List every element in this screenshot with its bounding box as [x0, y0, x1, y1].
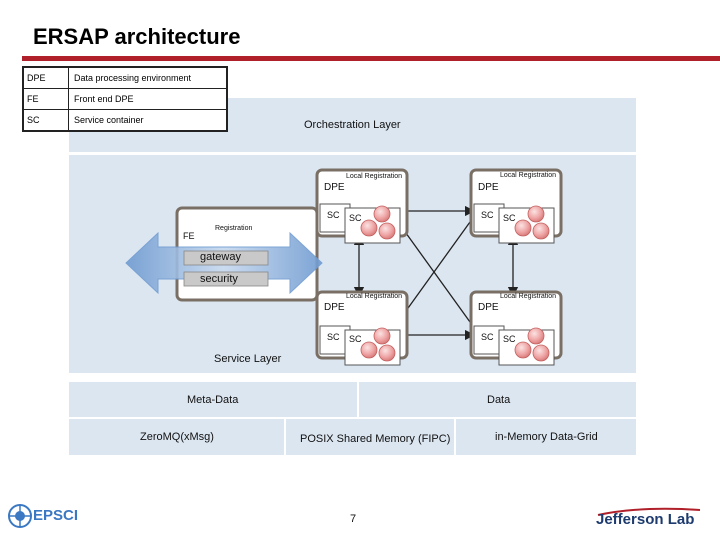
jefferson-lab-logo-text: Jefferson Lab [596, 511, 695, 528]
dpe-connections [353, 205, 519, 341]
dpe-label: DPE [324, 182, 345, 193]
meta-data-label: Meta-Data [187, 394, 239, 406]
fe-label: FE [183, 231, 195, 241]
bottom-table [69, 382, 636, 455]
sc-label: SC [503, 213, 516, 223]
legend-abbr: SC [27, 115, 40, 125]
gateway-label: gateway [200, 251, 241, 263]
dpe-label: DPE [324, 302, 345, 313]
sc-label: SC [327, 332, 340, 342]
service-engine-icons [360, 205, 550, 362]
sc-label: SC [349, 334, 362, 344]
service-layer-label: Service Layer [214, 353, 282, 365]
jlab-logo-swoosh [597, 507, 701, 516]
data-label: Data [487, 394, 511, 406]
sc-label: SC [503, 334, 516, 344]
sc-label: SC [349, 213, 362, 223]
local-registration-label: Local Registration [500, 172, 557, 179]
epsci-logo-icon [8, 504, 32, 528]
conn-cross-2 [397, 221, 471, 323]
dpe-label: DPE [478, 182, 499, 193]
data-grid-label: in-Memory Data-Grid [495, 431, 598, 443]
legend-row: FE Front end DPE [24, 89, 226, 110]
epsci-logo-text: EPSCI [33, 507, 79, 524]
title-underline [22, 56, 720, 61]
legend-desc: Front end DPE [74, 94, 134, 104]
gateway-bar [183, 250, 269, 266]
local-registration-label: Local Registration [500, 293, 557, 300]
security-label: security [200, 273, 238, 285]
zeromq-label: ZeroMQ(xMsg) [140, 431, 214, 443]
legend-desc: Service container [74, 115, 144, 125]
legend-separator [68, 68, 69, 88]
legend-row: SC Service container [24, 110, 226, 131]
sc-label: SC [481, 210, 494, 220]
security-bar [183, 271, 269, 287]
page-number: 7 [350, 513, 357, 525]
legend-separator [68, 89, 69, 109]
legend-abbr: FE [27, 94, 39, 104]
legend-desc: Data processing environment [74, 73, 192, 83]
orchestration-layer-label: Orchestration Layer [304, 119, 401, 131]
legend-abbr: DPE [27, 73, 46, 83]
sc-label: SC [327, 210, 340, 220]
page-title: ERSAP architecture [33, 24, 241, 49]
sc-label: SC [481, 332, 494, 342]
local-registration-label: Local Registration [346, 293, 403, 300]
fe-node [125, 206, 323, 302]
legend-table: DPE Data processing environment FE Front… [22, 66, 228, 132]
dpe-label: DPE [478, 302, 499, 313]
legend-row: DPE Data processing environment [24, 68, 226, 89]
legend-separator [68, 110, 69, 131]
posix-label: POSIX Shared Memory (FIPC) [300, 433, 451, 445]
registration-label: Registration [215, 225, 253, 232]
local-registration-label: Local Registration [346, 173, 403, 180]
